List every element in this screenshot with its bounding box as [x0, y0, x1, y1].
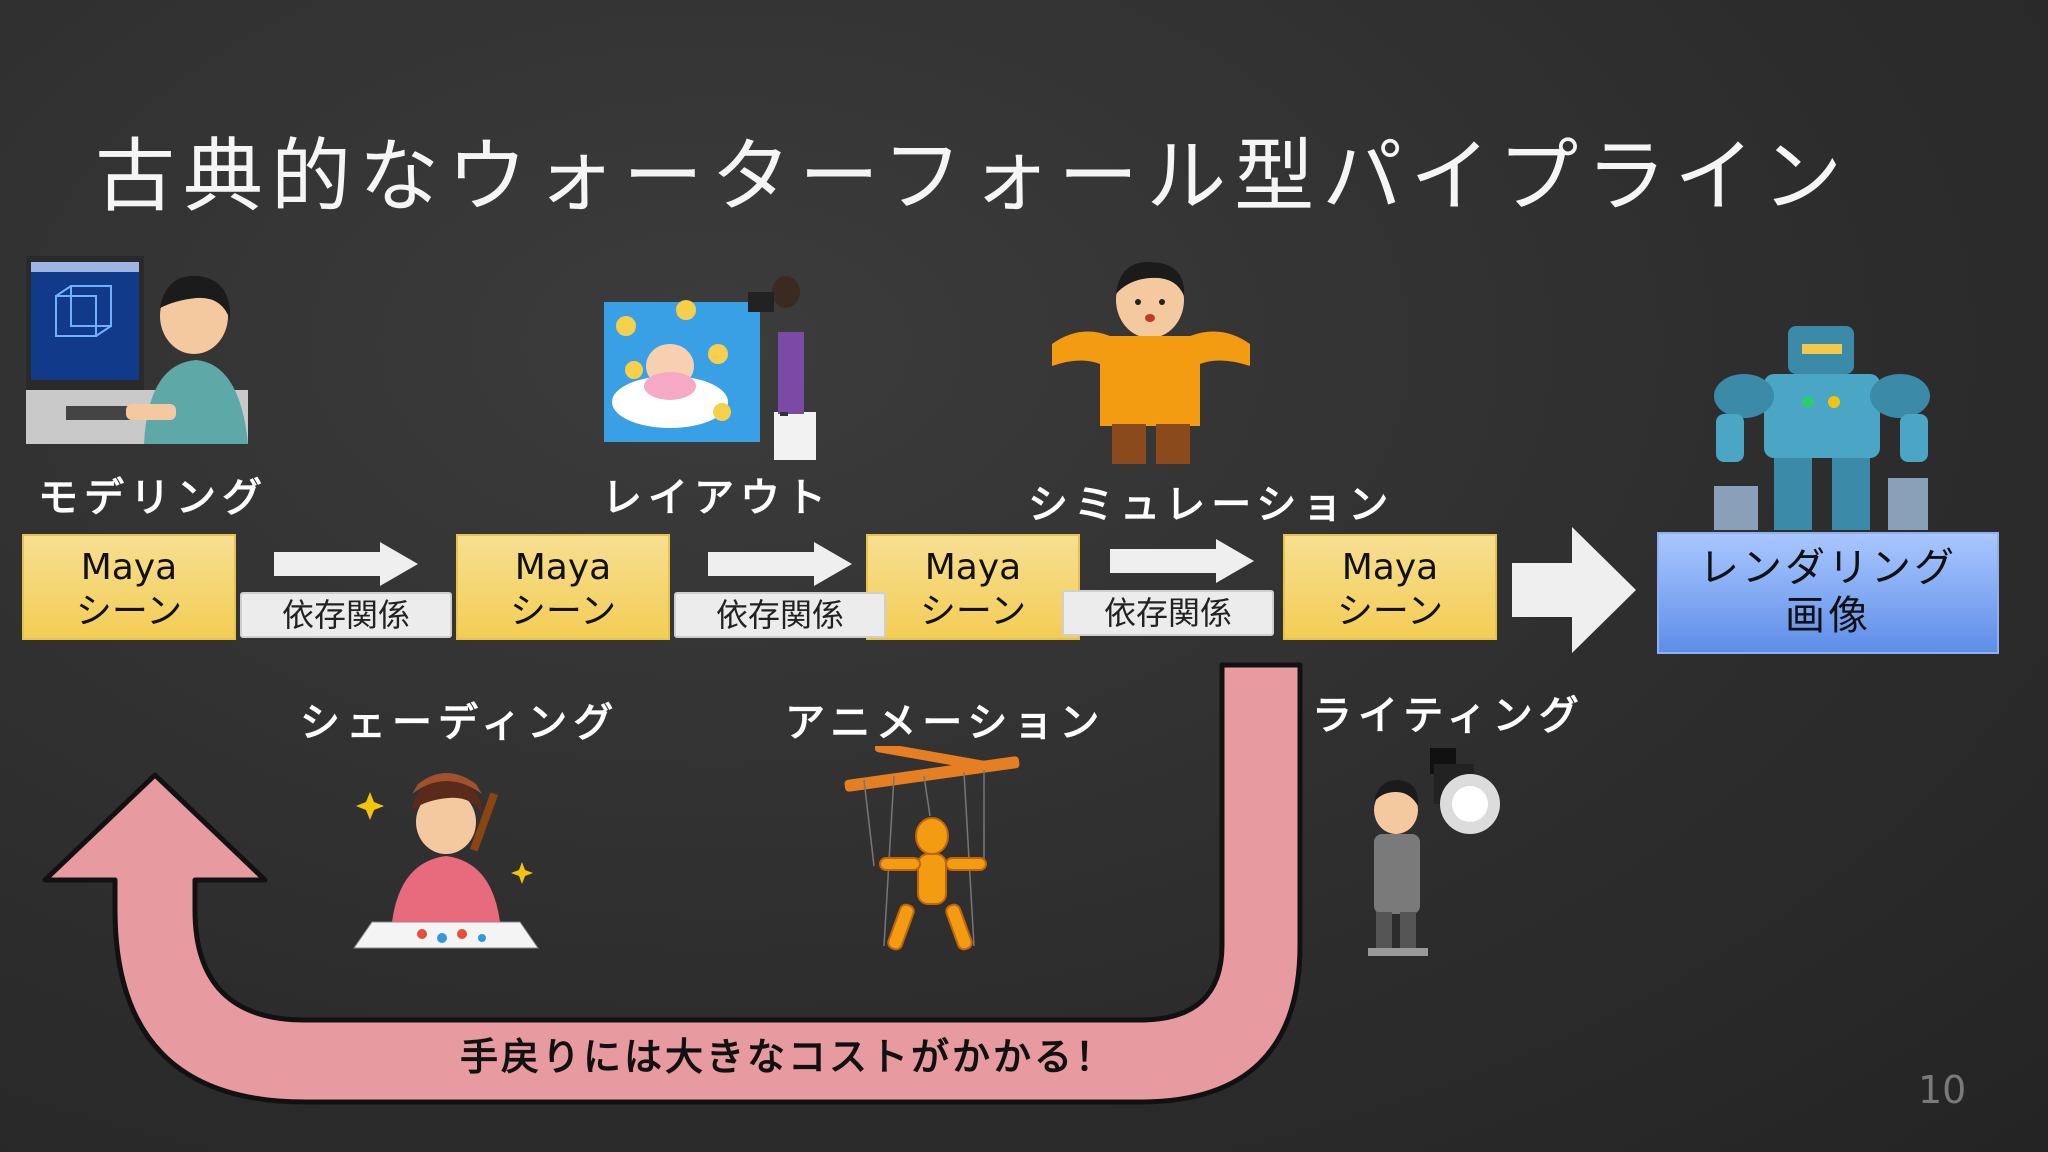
stage-label-lighting: ライティング	[1312, 693, 1585, 739]
simulation-illustration	[1052, 261, 1250, 464]
arrow-right-icon	[274, 542, 418, 586]
stage-label-animation: アニメーション	[785, 700, 1106, 746]
layout-illustration	[604, 276, 816, 460]
render-line-1: レンダリング	[1699, 545, 1957, 591]
scene-line-1: Maya	[1341, 547, 1439, 588]
dependency-box-3: 依存関係	[1062, 590, 1274, 636]
scene-line-2: シーン	[75, 591, 183, 632]
stage-label-shading: シェーディング	[300, 700, 620, 746]
scene-line-2: シーン	[919, 591, 1027, 632]
dependency-box-1: 依存関係	[240, 592, 452, 638]
animation-illustration	[844, 746, 1020, 951]
dependency-box-2: 依存関係	[674, 592, 886, 638]
feedback-cost-text: 手戻りには大きなコストがかかる！	[460, 1035, 1117, 1079]
render-line-2: 画像	[1785, 593, 1871, 639]
scene-line-2: シーン	[1336, 591, 1444, 632]
maya-scene-box-3: Maya シーン	[866, 534, 1080, 640]
stage-label-layout: レイアウト	[602, 475, 832, 521]
maya-scene-box-2: Maya シーン	[456, 534, 670, 640]
scene-line-2: シーン	[509, 591, 617, 632]
scene-line-1: Maya	[514, 547, 612, 588]
modeling-illustration	[26, 256, 248, 444]
stage-label-simulation: シミュレーション	[1028, 482, 1395, 528]
big-arrow-right-icon	[1512, 527, 1636, 653]
page-number: 10	[1918, 1068, 1967, 1112]
scene-line-1: Maya	[924, 547, 1022, 588]
arrow-right-icon	[708, 542, 852, 586]
maya-scene-box-4: Maya シーン	[1283, 534, 1497, 640]
stage-label-modeling: モデリング	[38, 475, 268, 521]
robot-illustration	[1714, 326, 1930, 530]
lighting-illustration	[1368, 748, 1500, 956]
slide-title: 古典的なウォーターフォール型パイプライン	[95, 130, 1851, 223]
arrow-right-icon	[1110, 539, 1254, 583]
shading-illustration	[353, 773, 539, 949]
scene-line-1: Maya	[80, 547, 178, 588]
rendering-image-box: レンダリング 画像	[1657, 532, 1999, 654]
maya-scene-box-1: Maya シーン	[22, 534, 236, 640]
